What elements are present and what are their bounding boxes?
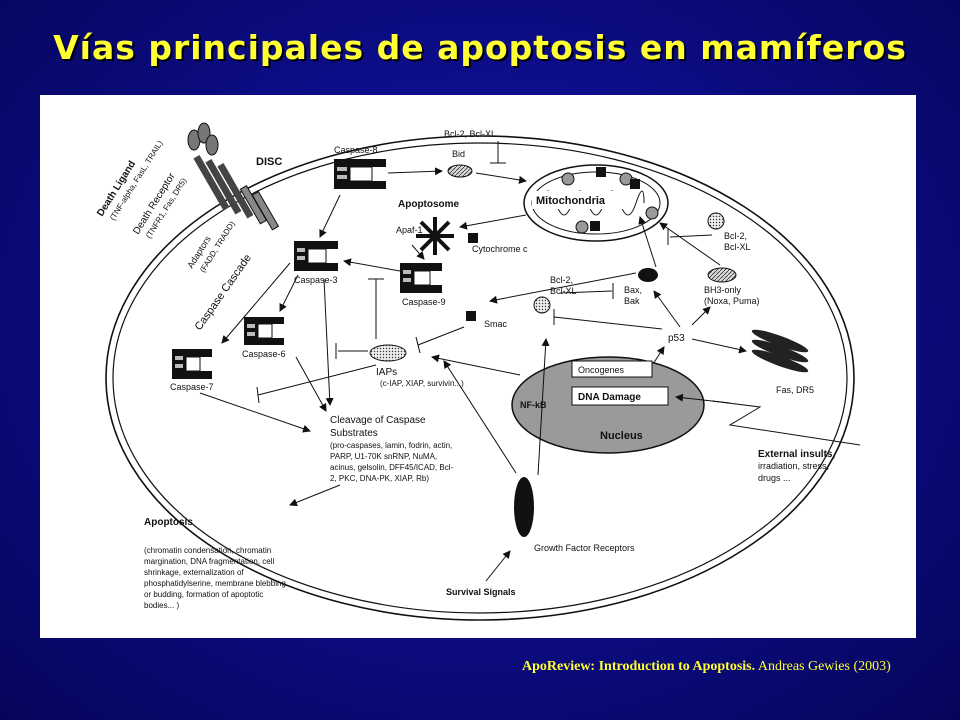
oncogenes-box [571, 360, 653, 378]
caspase-3-icon [294, 241, 338, 271]
cytochrome-c-label: Cytochrome c [472, 244, 528, 254]
death-ligand-icon [187, 122, 219, 156]
smac-icon [466, 311, 476, 321]
nucleus-label: Nucleus [600, 430, 643, 442]
svg-text:2, PKC, DNA-PK, XIAP, Rb): 2, PKC, DNA-PK, XIAP, Rb) [330, 474, 429, 483]
svg-text:PARP, U1-70K snRNP, NuMA,: PARP, U1-70K snRNP, NuMA, [330, 452, 437, 461]
bcl2-right-label-2: Bcl-XL [724, 242, 751, 252]
bcl2-mid-label-2: Bcl-XL [550, 286, 577, 296]
bax-label-2: Bak [624, 296, 640, 306]
smac-label: Smac [484, 319, 508, 329]
svg-text:bodies... ): bodies... ) [144, 601, 179, 610]
bid-label: Bid [452, 149, 465, 159]
slide-title: Vías principales de apoptosis en mamífer… [53, 28, 907, 67]
bh3-only-icon [707, 267, 737, 283]
bh3-label-2: (Noxa, Puma) [704, 296, 760, 306]
citation: ApoReview: Introduction to Apoptosis. An… [522, 657, 902, 676]
citation-title: ApoReview: Introduction to Apoptosis. [522, 659, 756, 674]
caspase-8-icon [334, 159, 386, 189]
svg-text:(chromatin condensation, chrom: (chromatin condensation, chromatin [144, 546, 271, 555]
svg-text:acinus, gelsolin, DFF45/ICAD,: acinus, gelsolin, DFF45/ICAD, Bcl- [330, 463, 453, 472]
cleavage-text: Cleavage of Caspase Substrates (pro-casp… [330, 415, 453, 483]
caspase-9-icon [400, 263, 442, 293]
death-receptor-icon [193, 155, 280, 231]
oncogenes-label: Oncogenes [578, 365, 625, 375]
p53-label: p53 [668, 333, 685, 344]
external-label-2: irradiation, stress, [758, 461, 829, 471]
fas-dr5-label: Fas, DR5 [776, 385, 814, 395]
bh3-label-1: BH3-only [704, 285, 742, 295]
caspase-9-label: Caspase-9 [402, 297, 446, 307]
external-label-3: drugs ... [758, 473, 791, 483]
caspase-7-icon [172, 349, 212, 379]
dna-damage-label: DNA Damage [578, 392, 641, 403]
cytochrome-c-icon [468, 233, 478, 243]
svg-text:or budding, formation of apopt: or budding, formation of apoptotic [144, 590, 263, 599]
disc-label: DISC [256, 156, 282, 168]
svg-text:Substrates: Substrates [330, 428, 378, 439]
citation-author: Andreas Gewies (2003) [755, 659, 891, 674]
mitochondria-label: Mitochondria [536, 195, 606, 207]
dna-damage-box [571, 386, 669, 406]
bax-icon [638, 268, 658, 282]
bcl2-right-icon [707, 212, 725, 230]
survival-signals-label: Survival Signals [446, 587, 516, 597]
apaf1-label: Apaf-1 [396, 225, 423, 235]
bid-icon [447, 164, 473, 178]
apoptosome-label: Apoptosome [398, 199, 460, 210]
svg-text:phosphatidylserine, membrane b: phosphatidylserine, membrane blebbing [144, 579, 286, 588]
fas-dr5-icon [751, 329, 809, 373]
caspase-7-label: Caspase-7 [170, 382, 214, 392]
bcl2-mid-icon [533, 296, 551, 314]
svg-text:(pro-caspases, lamin, fodrin,: (pro-caspases, lamin, fodrin, actin, [330, 441, 452, 450]
caspase-6-icon [244, 317, 284, 345]
iaps-sub-label: (c-IAP, XIAP, survivin...) [380, 379, 464, 388]
svg-text:margination, DNA fragmentation: margination, DNA fragmentation, cell [144, 557, 275, 566]
growth-factor-label: Growth Factor Receptors [534, 543, 635, 553]
diagram-svg: Death Ligand (TNF-alpha, FasL, TRAIL) De… [95, 122, 861, 621]
cell-membrane-outer [105, 135, 855, 621]
apoptosome-icon [416, 217, 454, 255]
external-label-1: External insults, [758, 449, 835, 460]
bcl2-right-label-1: Bcl-2, [724, 231, 747, 241]
iaps-label: IAPs [376, 367, 397, 378]
growth-factor-receptor-icon [514, 477, 534, 537]
nfkb-label: NF-kB [520, 400, 547, 410]
bcl2-mid-label-1: Bcl-2, [550, 275, 573, 285]
apoptosis-pathway-diagram: Death Ligand (TNF-alpha, FasL, TRAIL) De… [40, 95, 916, 638]
apoptosis-title: Apoptosis [144, 517, 193, 528]
caspase-8-label: Caspase-8 [334, 145, 378, 155]
bax-label-1: Bax, [624, 285, 642, 295]
iaps-icon [369, 344, 407, 362]
caspase-6-label: Caspase-6 [242, 349, 286, 359]
bcl2-top-label: Bcl-2, Bcl-XL [444, 129, 496, 139]
svg-text:shrinkage, externalization of: shrinkage, externalization of [144, 568, 244, 577]
caspase-3-label: Caspase-3 [294, 275, 338, 285]
apoptosis-features: (chromatin condensation, chromatin margi… [144, 546, 286, 610]
svg-text:Cleavage of Caspase: Cleavage of Caspase [330, 415, 426, 426]
cell-membrane-inner [112, 142, 848, 614]
